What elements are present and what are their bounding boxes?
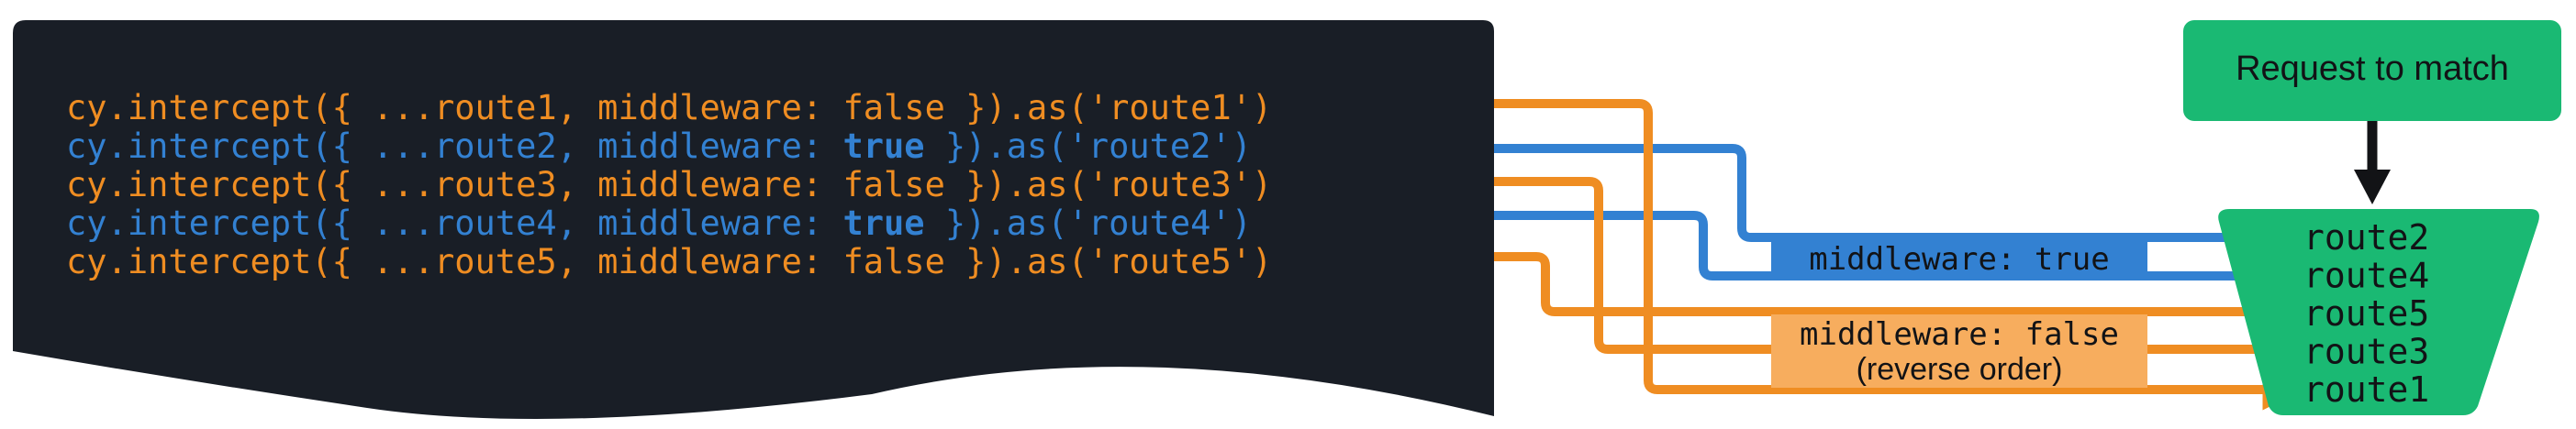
code-lines: cy.intercept({ ...route1, middleware: fa… <box>66 88 1272 281</box>
connector-route1 <box>1494 99 2304 411</box>
code-line-prefix: cy.intercept({ ...route4, middleware: <box>66 204 842 243</box>
route-match-funnel <box>2218 209 2539 415</box>
code-line: cy.intercept({ ...route5, middleware: fa… <box>66 242 1272 281</box>
code-line-suffix: }).as('route5') <box>945 242 1272 281</box>
code-line-prefix: cy.intercept({ ...route2, middleware: <box>66 126 842 166</box>
code-line-value: false <box>842 88 944 127</box>
code-line-value: false <box>842 242 944 281</box>
match-order-item: route4 <box>2303 256 2429 296</box>
code-line-prefix: cy.intercept({ ...route1, middleware: <box>66 88 842 127</box>
middleware-true-label-box <box>1771 240 2147 277</box>
reverse-order-label: (reverse order) <box>1857 352 2063 387</box>
code-line-suffix: }).as('route3') <box>945 165 1272 204</box>
match-order-item: route5 <box>2303 293 2429 334</box>
match-order-item: route2 <box>2303 217 2429 258</box>
match-order-item: route3 <box>2303 332 2429 372</box>
code-panel <box>13 20 1494 419</box>
connector-route4 <box>1494 211 2304 297</box>
request-arrow-head <box>2354 170 2391 204</box>
middleware-false-label-box <box>1771 314 2147 388</box>
code-line: cy.intercept({ ...route4, middleware: tr… <box>66 204 1252 243</box>
route-connectors <box>1494 99 2304 411</box>
code-line-suffix: }).as('route2') <box>925 126 1252 166</box>
code-line: cy.intercept({ ...route3, middleware: fa… <box>66 165 1272 204</box>
code-line-value: false <box>842 165 944 204</box>
match-order-item: route1 <box>2303 369 2429 410</box>
code-line-value: true <box>842 204 924 243</box>
connector-route2 <box>1494 144 2304 258</box>
code-line-suffix: }).as('route4') <box>925 204 1252 243</box>
request-box-label: Request to match <box>2236 50 2509 88</box>
code-line-prefix: cy.intercept({ ...route3, middleware: <box>66 165 842 204</box>
middleware-false-label: middleware: false <box>1800 316 2119 353</box>
code-line: cy.intercept({ ...route2, middleware: tr… <box>66 126 1252 166</box>
middleware-true-label: middleware: true <box>1809 241 2110 278</box>
code-line-prefix: cy.intercept({ ...route5, middleware: <box>66 242 842 281</box>
connector-route5 <box>1494 252 2304 333</box>
request-box <box>2183 20 2561 121</box>
code-line-suffix: }).as('route1') <box>945 88 1272 127</box>
code-line-value: true <box>842 126 924 166</box>
code-line: cy.intercept({ ...route1, middleware: fa… <box>66 88 1272 127</box>
connector-route3 <box>1494 177 2304 370</box>
